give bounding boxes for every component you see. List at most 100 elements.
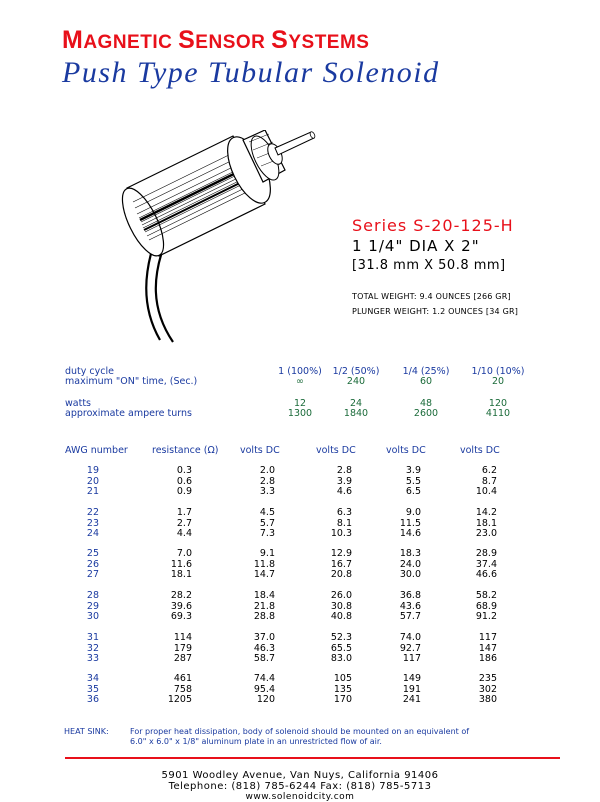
series-label: Series S-20-125-H (352, 216, 514, 235)
resistance-cell: 2.7 (176, 517, 192, 529)
awg-cell: 32 (86, 642, 99, 654)
volts-cell: 8.1 (336, 517, 352, 529)
volts-cell: 12.9 (330, 548, 352, 559)
awg-cell: 30 (86, 611, 99, 622)
volts-cell: 37.0 (253, 632, 275, 643)
volts-cell: 191 (402, 683, 421, 695)
volts-cell: 30.8 (330, 600, 352, 612)
volts-cell: 11.8 (253, 558, 275, 570)
volts-cell: 26.0 (330, 590, 352, 601)
volts-cell: 2.0 (259, 465, 275, 476)
resistance-cell: 0.3 (176, 465, 192, 476)
volts-cell: 10.4 (475, 486, 497, 497)
volts-cell: 30.0 (399, 569, 421, 580)
heat-sink-label: HEAT SINK: (64, 727, 109, 736)
ampere-turns-value: 4110 (485, 408, 511, 419)
heat-sink-text: For proper heat dissipation, body of sol… (130, 727, 530, 747)
awg-cell: 24 (86, 528, 99, 539)
footer-web[interactable]: www.solenoidcity.com (245, 792, 355, 802)
footer-address: 5901 Woodley Avenue, Van Nuys, Californi… (161, 770, 439, 781)
volts-cell: 91.2 (475, 611, 497, 622)
footer-divider (65, 757, 560, 759)
volts-cell: 18.3 (399, 548, 421, 559)
product-title: Push Type Tubular Solenoid (62, 56, 440, 89)
watts-value: 120 (488, 398, 508, 409)
volts-cell: 23.0 (475, 528, 497, 539)
awg-cell: 21 (86, 486, 99, 497)
volts-cell: 5.7 (259, 517, 275, 529)
awg-cell: 31 (86, 632, 99, 643)
watts-value: 12 (293, 398, 307, 409)
volts-cell: 6.3 (336, 507, 352, 518)
volts-cell: 36.8 (399, 590, 421, 601)
volts-cell: 11.5 (399, 517, 421, 529)
awg-cell: 25 (86, 548, 99, 559)
ampere-turns-value: 1300 (287, 408, 313, 419)
awg-cell: 33 (86, 653, 99, 664)
volts-cell: 117 (402, 653, 421, 664)
duty-cycle-value: 1 (100%) (278, 366, 322, 377)
volts-cell: 6.5 (405, 486, 421, 497)
resistance-cell: 0.9 (176, 486, 192, 497)
duty-cycle-label: duty cycle (65, 366, 114, 377)
volts-cell: 3.9 (336, 475, 352, 487)
volts-cell: 57.7 (399, 611, 421, 622)
awg-cell: 36 (86, 694, 99, 705)
company-cap-2: S (178, 26, 196, 54)
volts-cell: 9.0 (405, 507, 421, 518)
ampere-turns-label: approximate ampere turns (65, 408, 192, 419)
company-name: MAGNETIC SENSOR SYSTEMS (62, 26, 369, 55)
total-weight: TOTAL WEIGHT: 9.4 OUNCES [266 GR] (352, 292, 511, 301)
resistance-cell: 28.2 (170, 590, 192, 601)
volts-cell: 68.9 (475, 600, 497, 612)
volts-cell: 16.7 (330, 558, 352, 570)
volts-cell: 149 (402, 673, 421, 684)
table-header: AWG number (65, 445, 128, 456)
awg-cell: 20 (86, 475, 99, 487)
table-header: volts DC (240, 445, 280, 456)
resistance-cell: 461 (173, 673, 192, 684)
volts-cell: 83.0 (330, 653, 352, 664)
volts-cell: 117 (478, 632, 497, 643)
volts-cell: 24.0 (399, 558, 421, 570)
volts-cell: 302 (478, 683, 497, 695)
company-cap-3: S (271, 26, 289, 54)
solenoid-illustration (121, 130, 316, 343)
volts-cell: 20.8 (330, 569, 352, 580)
table-header: resistance (Ω) (152, 445, 219, 456)
company-rest-3: YSTEMS (288, 32, 370, 53)
volts-cell: 40.8 (330, 611, 352, 622)
resistance-cell: 287 (173, 653, 192, 664)
awg-cell: 22 (86, 507, 99, 518)
volts-cell: 37.4 (475, 558, 497, 570)
volts-cell: 74.4 (253, 673, 275, 684)
table-header: volts DC (386, 445, 426, 456)
volts-cell: 46.6 (475, 569, 497, 580)
volts-cell: 58.2 (475, 590, 497, 601)
awg-cell: 29 (86, 600, 99, 612)
table-header: volts DC (460, 445, 500, 456)
awg-cell: 34 (86, 673, 99, 684)
awg-cell: 19 (86, 465, 99, 476)
volts-cell: 10.3 (330, 528, 352, 539)
volts-cell: 14.2 (475, 507, 497, 518)
volts-cell: 2.8 (259, 475, 275, 487)
duty-cycle-value: 1/4 (25%) (402, 366, 450, 377)
company-cap-1: M (62, 26, 84, 54)
volts-cell: 120 (256, 694, 275, 705)
company-rest-2: ENSOR (195, 32, 272, 53)
volts-cell: 58.7 (253, 653, 275, 664)
volts-cell: 3.9 (405, 465, 421, 476)
volts-cell: 235 (478, 673, 497, 684)
on-time-value: ∞ (296, 376, 304, 387)
on-time-value: 20 (491, 376, 505, 387)
resistance-cell: 11.6 (170, 558, 192, 570)
volts-cell: 8.7 (481, 475, 497, 487)
volts-cell: 2.8 (336, 465, 352, 476)
volts-cell: 170 (333, 694, 352, 705)
on-time-value: 240 (346, 376, 366, 387)
resistance-cell: 114 (173, 632, 192, 643)
resistance-cell: 4.4 (176, 528, 192, 539)
volts-cell: 52.3 (330, 632, 352, 643)
footer-phone: Telephone: (818) 785-6244 Fax: (818) 785… (168, 781, 432, 792)
